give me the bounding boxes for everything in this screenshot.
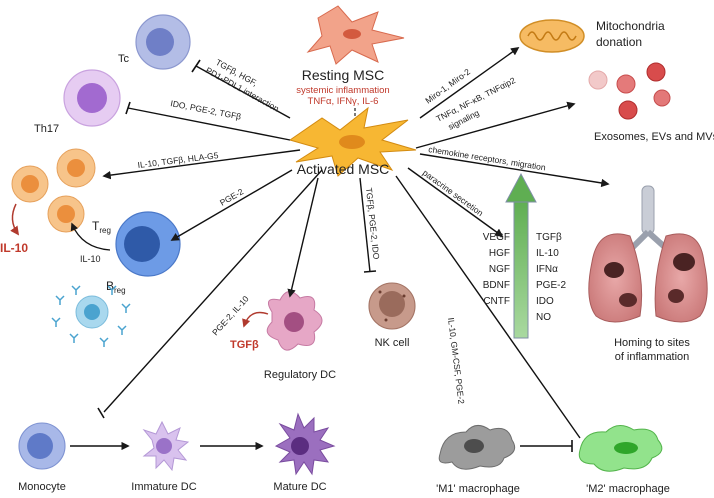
factor-left-0: VEGF — [483, 232, 510, 243]
factor-right-2: IFNα — [536, 264, 558, 275]
homing-label-1: Homing to sites — [614, 337, 690, 349]
immature-dc-label: Immature DC — [131, 481, 196, 493]
exosomes-icon — [588, 62, 671, 120]
tc-inhibition-arrow — [195, 65, 291, 119]
mature-dc-label: Mature DC — [273, 481, 326, 493]
paracrine-arrow-label: paracrine secretion — [421, 168, 486, 219]
mito-label-1: Mitochondria — [596, 19, 665, 33]
factor-right-5: NO — [536, 312, 551, 323]
homing-arrow — [419, 153, 610, 188]
nk-cell — [368, 282, 416, 330]
monocyte-line — [103, 169, 323, 413]
tc-inhibition-bar — [191, 59, 201, 73]
m1-label: 'M1' macrophage — [436, 483, 520, 495]
mitochondria-icon — [519, 19, 585, 53]
nk-arrow-label: TGFβ, PGE-2, IDO — [364, 187, 382, 260]
treg-arrow-label: IL-10, TGFβ, HLA-G5 — [137, 150, 219, 170]
factor-left-2: NGF — [489, 264, 510, 275]
activated-msc-cell — [288, 106, 417, 177]
th17-label: Th17 — [34, 123, 59, 135]
treg-arrow — [102, 149, 301, 180]
th17-cell — [63, 69, 121, 127]
lungs-icon — [588, 185, 708, 323]
macrophage-arrow-label: IL-10, GM-CSF, PGE-2 — [446, 317, 467, 405]
regulatory-dc-cell — [266, 291, 323, 351]
tc-cell — [135, 14, 191, 70]
secretion-gradient-arrow — [505, 172, 537, 339]
exosomes-arrow — [415, 101, 576, 149]
factor-left-4: CNTF — [483, 296, 510, 307]
il10-output-arrow — [10, 203, 20, 236]
homing-label-2: of inflammation — [615, 351, 690, 363]
treg-label: Treg — [92, 219, 111, 235]
tgfb-output-label: TGFβ — [230, 339, 259, 351]
factor-right-0: TGFβ — [536, 232, 562, 243]
b-cell-antibodies — [51, 285, 131, 347]
nk-inhibition-arrow — [359, 177, 371, 273]
m2-label: 'M2' macrophage — [586, 483, 670, 495]
breg-label: Breg — [106, 279, 126, 295]
immature-dc-cell — [142, 420, 190, 472]
breg-arrow — [170, 169, 293, 241]
monocyte-label: Monocyte — [18, 481, 66, 493]
resting-msc-cell — [306, 5, 405, 65]
exo-label: Exosomes, EVs and MVs — [594, 131, 714, 143]
activated-msc-label: Activated MSC — [297, 161, 390, 177]
mito-arrow — [419, 47, 520, 119]
tc-label: Tc — [118, 53, 130, 65]
th17-inhibition-bar — [125, 101, 131, 115]
mature-dc-cell — [274, 412, 336, 476]
il10-output-label: IL-10 — [0, 241, 28, 255]
paracrine-arrow — [407, 167, 504, 237]
monocyte-arrow-label: PGE-2, IL-10 — [210, 294, 251, 338]
breg-il10-label: IL-10 — [80, 254, 101, 264]
resting-msc-label: Resting MSC — [302, 67, 384, 83]
stimulus-label-1: systemic inflammation — [296, 85, 389, 96]
factor-right-1: IL-10 — [536, 248, 559, 259]
treg-cells — [11, 148, 96, 233]
factor-left-1: HGF — [489, 248, 510, 259]
stimulus-label-2: TNFα, IFNγ, IL-6 — [308, 96, 379, 107]
factors-left-list: VEGF HGF NGF BDNF CNTF — [483, 232, 510, 307]
macrophage-line — [395, 175, 581, 439]
nk-label: NK cell — [375, 337, 410, 349]
nk-inhibition-bar — [363, 270, 377, 273]
m2-macrophage-cell — [578, 425, 663, 472]
breg-to-treg-arrow — [70, 222, 111, 251]
factor-right-4: IDO — [536, 296, 554, 307]
regulatory-dc-label: Regulatory DC — [264, 369, 336, 381]
m1-macrophage-cell — [438, 425, 516, 470]
monocyte-cell — [18, 422, 66, 470]
th17-inhibition-arrow — [127, 107, 291, 141]
factor-left-3: BDNF — [483, 280, 510, 291]
tgfb-output-arrow — [242, 311, 269, 328]
breg-cell — [115, 211, 181, 277]
regulatory-dc-arrow — [287, 177, 319, 298]
factor-right-3: PGE-2 — [536, 280, 566, 291]
monocyte-inhibition-bar — [97, 407, 105, 419]
mito-label-2: donation — [596, 35, 642, 49]
